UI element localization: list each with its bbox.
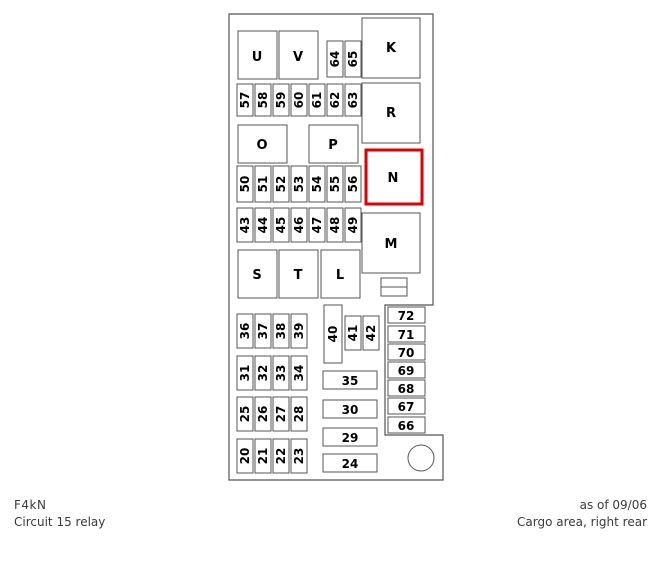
fuse-37-label: 37 — [256, 323, 270, 340]
relay-v-label: V — [293, 50, 303, 65]
fuse-63-label: 63 — [346, 92, 360, 109]
relay-u — [237, 30, 278, 80]
relay-p — [308, 124, 359, 164]
fuse-71-label: 71 — [398, 328, 415, 342]
relay-s-label: S — [252, 268, 261, 283]
fuse-49-label: 49 — [346, 217, 360, 234]
fuse-27-label: 27 — [274, 406, 288, 423]
fuse-57-label: 57 — [238, 92, 252, 109]
fuse-41-label: 41 — [346, 325, 360, 342]
component-code: F4kN — [14, 498, 47, 512]
fuse-58-label: 58 — [256, 92, 270, 109]
fuse-20-label: 20 — [238, 448, 252, 465]
fuse-40-label: 40 — [326, 326, 340, 343]
fuse-28-label: 28 — [292, 406, 306, 423]
footer-right: as of 09/06 Cargo area, right rear — [517, 497, 647, 531]
fuse-45-label: 45 — [274, 217, 288, 234]
fuse-55-label: 55 — [328, 176, 342, 193]
fuse-44-label: 44 — [256, 217, 270, 234]
fuse-46-label: 46 — [292, 217, 306, 234]
fuse-59-label: 59 — [274, 92, 288, 109]
relay-l — [320, 249, 361, 299]
relay-k — [361, 17, 421, 79]
relay-r — [361, 82, 421, 144]
fuse-box-diagram: U V 64 65 K R N M 57 58 59 60 61 62 63 O… — [228, 13, 444, 481]
component-description: Circuit 15 relay — [14, 515, 106, 529]
fuse-row-43-49: 43 44 45 46 47 48 49 — [236, 207, 362, 243]
fuse-47-label: 47 — [310, 217, 324, 234]
relay-v — [278, 30, 319, 80]
fuse-52-label: 52 — [274, 176, 288, 193]
fuse-48-label: 48 — [328, 217, 342, 234]
fuse-43-label: 43 — [238, 217, 252, 234]
fuse-51-label: 51 — [256, 176, 270, 193]
fuse-25-label: 25 — [238, 406, 252, 423]
fuse-35-label: 35 — [342, 374, 359, 388]
fuse-row-57-63: 57 58 59 60 61 62 63 — [236, 83, 362, 117]
mounting-hole — [407, 444, 435, 472]
fuse-column-horizontal: 35 30 29 24 — [322, 370, 378, 473]
fuse-32-label: 32 — [256, 365, 270, 382]
relay-n — [364, 148, 424, 206]
relay-m — [361, 212, 421, 274]
relay-m-label: M — [385, 237, 398, 252]
relay-r-label: R — [386, 106, 396, 121]
fuse-72-label: 72 — [398, 309, 415, 323]
footer-left: F4kN Circuit 15 relay — [14, 497, 105, 531]
fuse-31-label: 31 — [238, 365, 252, 382]
fuse-60-label: 60 — [292, 92, 306, 109]
fuse-64-label: 64 — [328, 51, 342, 68]
fuse-30-label: 30 — [342, 403, 359, 417]
relay-p-label: P — [328, 138, 338, 153]
fuse-64: 64 — [326, 40, 344, 78]
fuse-38-label: 38 — [274, 323, 288, 340]
relay-t — [278, 249, 319, 299]
relay-u-label: U — [252, 50, 263, 65]
relay-t-label: T — [294, 268, 303, 283]
fuse-33-label: 33 — [274, 365, 288, 382]
fuse-65-label: 65 — [346, 51, 360, 68]
fuse-grid-lower-left: 36 37 38 39 31 32 33 34 25 26 27 28 20 2… — [236, 313, 308, 474]
relay-l-label: L — [336, 268, 344, 283]
relay-o-label: O — [256, 138, 267, 153]
fuse-66-label: 66 — [398, 419, 415, 433]
fuse-row-50-56: 50 51 52 53 54 55 56 — [236, 165, 362, 203]
fuse-67-label: 67 — [398, 400, 415, 414]
fuse-54-label: 54 — [310, 176, 324, 193]
fuse-34-label: 34 — [292, 365, 306, 382]
fuse-56-label: 56 — [346, 176, 360, 193]
fuse-21-label: 21 — [256, 448, 270, 465]
fuse-53-label: 53 — [292, 176, 306, 193]
fuse-22-label: 22 — [274, 448, 288, 465]
fuse-29-label: 29 — [342, 431, 359, 445]
fuse-61-label: 61 — [310, 92, 324, 109]
fuse-42-label: 42 — [364, 325, 378, 342]
relay-n-label: N — [388, 171, 399, 186]
fuse-39-label: 39 — [292, 323, 306, 340]
fuse-24-label: 24 — [342, 457, 359, 471]
fuse-62-label: 62 — [328, 92, 342, 109]
fuse-70-label: 70 — [398, 346, 415, 360]
location-text: Cargo area, right rear — [517, 515, 647, 529]
fuse-column-right: 72 71 70 69 68 67 66 — [387, 306, 426, 434]
fuse-68-label: 68 — [398, 382, 415, 396]
fuse-69-label: 69 — [398, 364, 415, 378]
as-of-date: as of 09/06 — [579, 498, 647, 512]
fuse-group-40-42: 40 41 42 — [323, 304, 380, 364]
fuse-50-label: 50 — [238, 176, 252, 193]
fuse-26-label: 26 — [256, 406, 270, 423]
fuse-36-label: 36 — [238, 323, 252, 340]
relay-o — [237, 124, 288, 164]
fuse-23-label: 23 — [292, 448, 306, 465]
relay-k-label: K — [386, 41, 397, 56]
fuse-65: 65 — [344, 40, 362, 78]
relay-s — [237, 249, 278, 299]
